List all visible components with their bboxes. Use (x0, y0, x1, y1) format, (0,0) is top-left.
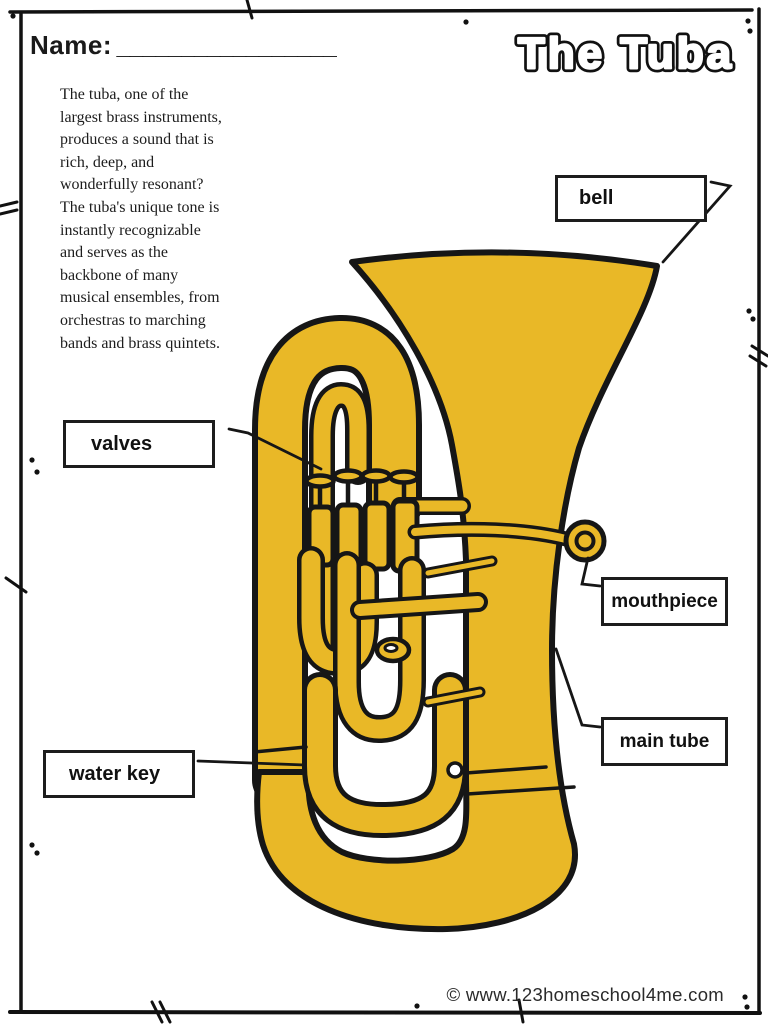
label-text-valves: valves (91, 432, 153, 455)
valve-pistons (306, 498, 420, 574)
valve-buttons (304, 468, 420, 489)
tuba-ferrule-bands (252, 745, 576, 796)
tuba-mouthpiece (563, 519, 607, 563)
name-label: Name: (30, 30, 112, 60)
tuba-valve-slides (297, 546, 488, 743)
label-box-mouthpiece: mouthpiece (601, 577, 728, 626)
page-title-fill: The Tuba (518, 29, 734, 78)
name-write-line[interactable]: _________________ (116, 32, 336, 60)
leader-line-main-tube (554, 647, 602, 729)
tuba-left-arch-inner (309, 382, 371, 661)
page-title: The Tuba The Tuba (514, 25, 735, 82)
border-ink-dots (10, 13, 756, 1010)
leader-lines (196, 180, 733, 767)
label-box-valves: valves (63, 420, 215, 468)
leader-line-mouthpiece (580, 556, 602, 588)
tuba-brace-rods (422, 555, 498, 708)
label-text-mouthpiece: mouthpiece (611, 590, 718, 612)
label-box-main-tube: main tube (601, 717, 728, 766)
intro-paragraph: The tuba, one of the largest brass instr… (60, 86, 222, 352)
tuba-mouthpipe (407, 521, 574, 547)
border-top-line (8, 8, 754, 14)
name-row: Name: _________________ (30, 30, 337, 61)
tuba-inner-bottom-loop (302, 672, 468, 839)
label-box-water-key: water key (43, 750, 195, 798)
label-text-main-tube: main tube (619, 730, 710, 752)
leader-line-valves (227, 427, 323, 471)
leader-line-water-key (196, 759, 307, 767)
copyright-footer: © www.123homeschool4me.com (446, 984, 724, 1005)
border-bottom-line (8, 1010, 762, 1015)
label-box-bell: bell (555, 175, 707, 222)
label-text-bell: bell (579, 187, 614, 209)
leader-line-bell (661, 180, 733, 264)
label-text-water-key: water key (69, 762, 161, 785)
page-title-outline: The Tuba (518, 29, 734, 78)
tuba-left-arch-outer (252, 315, 422, 808)
tuba-water-key (446, 761, 464, 779)
